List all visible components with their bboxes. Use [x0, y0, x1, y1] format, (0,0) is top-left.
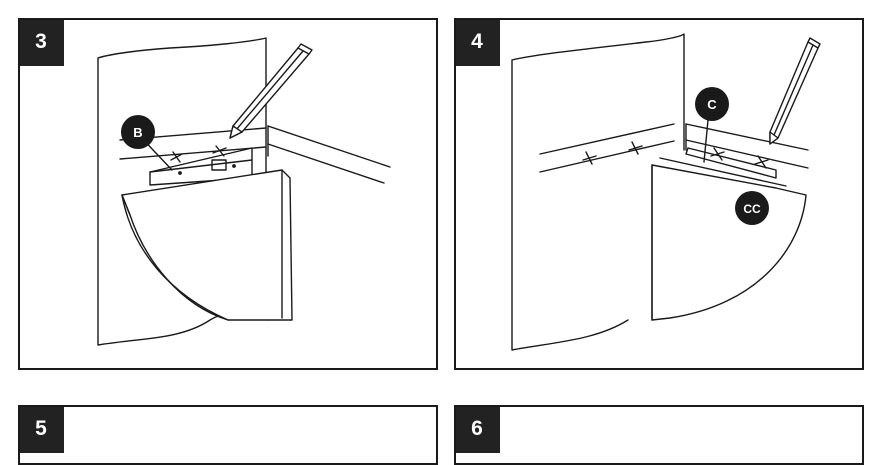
pencil-mark — [628, 141, 643, 155]
arched-piece — [651, 164, 807, 321]
pencil-mark — [754, 155, 769, 169]
pencil-mark — [582, 151, 597, 165]
pencil-icon — [769, 37, 821, 145]
callout-b: B — [121, 115, 155, 149]
pencil-mark — [170, 151, 183, 163]
step-4-illustration — [511, 33, 821, 351]
svg-text:C: C — [707, 97, 717, 112]
wall-line — [119, 146, 267, 160]
step-3-panel: 3 B — [18, 18, 438, 370]
arched-piece — [121, 169, 293, 321]
wall-line — [539, 140, 675, 173]
pencil-icon — [229, 43, 313, 139]
corner-line — [267, 143, 385, 184]
step-number: 3 — [20, 20, 64, 66]
callout-c: C — [695, 87, 729, 121]
step-5-panel: 5 — [18, 405, 438, 465]
wall-sheet — [511, 33, 685, 351]
step-number: 6 — [456, 407, 500, 453]
step-6-panel: 6 — [454, 405, 864, 465]
step-number: 4 — [456, 20, 500, 66]
svg-text:CC: CC — [743, 202, 761, 216]
wall-line — [539, 123, 675, 155]
svg-text:B: B — [133, 125, 142, 140]
callout-cc: CC — [735, 191, 769, 225]
step-4-panel: 4 C CC — [454, 18, 864, 370]
step-3-illustration — [97, 37, 391, 346]
plate-bracket — [211, 159, 227, 171]
pencil-mark — [212, 145, 227, 157]
corner-line — [267, 125, 391, 168]
step-number: 5 — [20, 407, 64, 453]
pencil-mark — [710, 147, 725, 161]
callout-leader — [703, 119, 709, 163]
mounting-strip — [685, 147, 777, 179]
